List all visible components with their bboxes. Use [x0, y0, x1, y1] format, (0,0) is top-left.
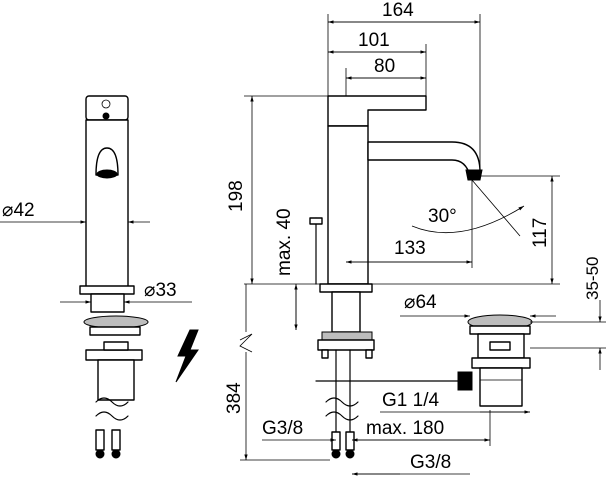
label-phi64: ⌀64	[404, 292, 437, 313]
label-117: 117	[530, 218, 551, 248]
label-g38-bottom: G3/8	[410, 452, 451, 473]
label-198: 198	[226, 180, 247, 212]
lightning-bolt-icon	[175, 329, 199, 383]
label-101: 101	[358, 30, 390, 51]
dimension-117: 117	[372, 175, 560, 285]
dimension-phi33: ⌀33	[60, 280, 192, 304]
dimension-35-50: 35-50	[530, 257, 606, 370]
label-max180: max. 180	[366, 418, 444, 439]
dimension-133: 133	[346, 180, 473, 268]
label-g38-left: G3/8	[262, 418, 303, 439]
dimension-phi42: ⌀42	[0, 200, 150, 224]
label-30deg: 30°	[428, 206, 457, 227]
label-phi33: ⌀33	[144, 280, 177, 301]
dimension-30deg: 30°	[411, 179, 525, 237]
side-view	[79, 95, 149, 459]
label-164: 164	[382, 0, 414, 21]
dimension-max40: max. 40	[274, 208, 298, 330]
front-view	[309, 95, 483, 459]
label-80: 80	[374, 56, 395, 77]
label-133: 133	[394, 238, 426, 259]
label-384: 384	[224, 382, 245, 414]
dimension-phi64: ⌀64	[400, 292, 556, 318]
label-35-50: 35-50	[583, 257, 602, 300]
label-phi42: ⌀42	[2, 200, 35, 221]
dimension-g1-1-4: G1 1/4	[380, 390, 530, 414]
dimension-top: 164 101 80	[327, 0, 481, 168]
label-max40: max. 40	[274, 208, 295, 276]
label-g1-1-4: G1 1/4	[382, 390, 439, 411]
dimension-384: 384	[224, 284, 330, 461]
pop-up-waste	[467, 314, 533, 407]
dimension-g38-left: G3/8	[262, 418, 336, 442]
dimension-198: 198	[226, 95, 328, 285]
dimension-g38-bottom: G3/8	[352, 452, 470, 476]
dimension-max180: max. 180	[352, 410, 491, 446]
